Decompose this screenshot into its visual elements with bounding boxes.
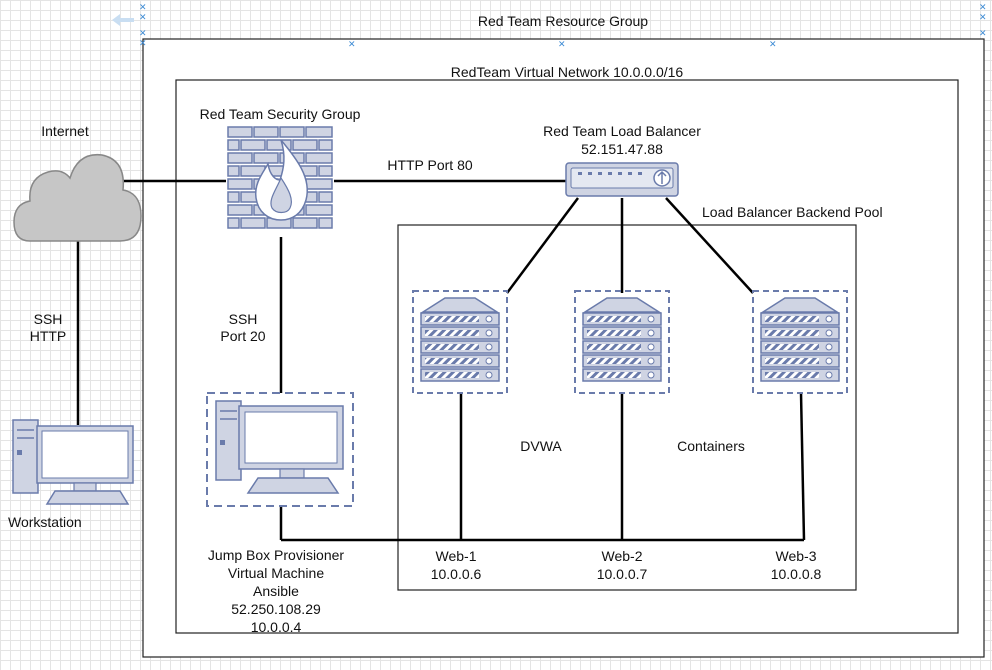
connection-lines <box>76 179 806 542</box>
selection-handle[interactable]: ✕ <box>139 12 147 22</box>
selection-handle[interactable]: ✕ <box>979 28 987 38</box>
lb-web3-link <box>665 197 754 294</box>
selection-handle[interactable]: ✕ <box>558 39 566 49</box>
selection-handle[interactable]: ✕ <box>348 39 356 49</box>
load-balancer-name: Red Team Load Balancer <box>543 123 701 139</box>
resource-group-title: Red Team Resource Group <box>477 13 649 29</box>
collapse-arrow-icon[interactable] <box>112 14 134 26</box>
jumpbox-line1: Jump Box Provisioner <box>207 547 345 563</box>
server-name: Web-2 <box>601 548 643 564</box>
jump-ssh-label: SSH <box>228 311 258 327</box>
jumpbox-private-ip: 10.0.0.4 <box>250 619 302 635</box>
server-ip: 10.0.0.7 <box>596 566 648 582</box>
internet-label: Internet <box>41 123 89 139</box>
selection-handle[interactable]: ✕ <box>139 2 147 12</box>
server-name: Web-3 <box>775 548 817 564</box>
server-icon <box>752 290 848 394</box>
web3-vertical-link <box>799 392 806 541</box>
vnet-title: RedTeam Virtual Network 10.0.0.0/16 <box>450 64 684 80</box>
backend-pool-box[interactable] <box>397 224 857 591</box>
jumpbox-line3: Ansible <box>253 583 299 599</box>
server-icon <box>574 290 670 394</box>
vnet-box[interactable] <box>175 79 959 634</box>
jumpbox-icon <box>206 392 354 507</box>
cloud-icon <box>13 153 142 242</box>
load-balancer-ip: 52.151.47.88 <box>581 141 663 157</box>
firewall-icon <box>226 125 334 237</box>
http-port-label: HTTP Port 80 <box>387 157 473 173</box>
jumpbox-line2: Virtual Machine <box>227 565 325 581</box>
selection-handle[interactable]: ✕ <box>979 12 987 22</box>
dvwa-label: DVWA <box>520 438 562 454</box>
selection-handle[interactable]: ✕ <box>139 28 147 38</box>
server-icon <box>412 290 508 394</box>
workstation-icon <box>12 419 134 505</box>
workstation-label: Workstation <box>8 514 82 530</box>
server-ip: 10.0.0.6 <box>430 566 482 582</box>
containers-label: Containers <box>677 438 745 454</box>
security-group-label: Red Team Security Group <box>199 106 361 122</box>
selection-handle[interactable]: ✕ <box>139 38 147 48</box>
load-balancer-icon <box>565 162 679 197</box>
jump-port-label: Port 20 <box>220 328 266 344</box>
server-ip: 10.0.0.8 <box>770 566 822 582</box>
internet-http-label: HTTP <box>29 328 67 344</box>
selection-handle[interactable]: ✕ <box>979 2 987 12</box>
jumpbox-public-ip: 52.250.108.29 <box>231 601 321 617</box>
lb-web1-link <box>505 197 580 294</box>
server-name: Web-1 <box>435 548 477 564</box>
internet-ssh-label: SSH <box>33 311 63 327</box>
selection-handle[interactable]: ✕ <box>769 39 777 49</box>
backend-pool-label: Load Balancer Backend Pool <box>702 204 883 220</box>
